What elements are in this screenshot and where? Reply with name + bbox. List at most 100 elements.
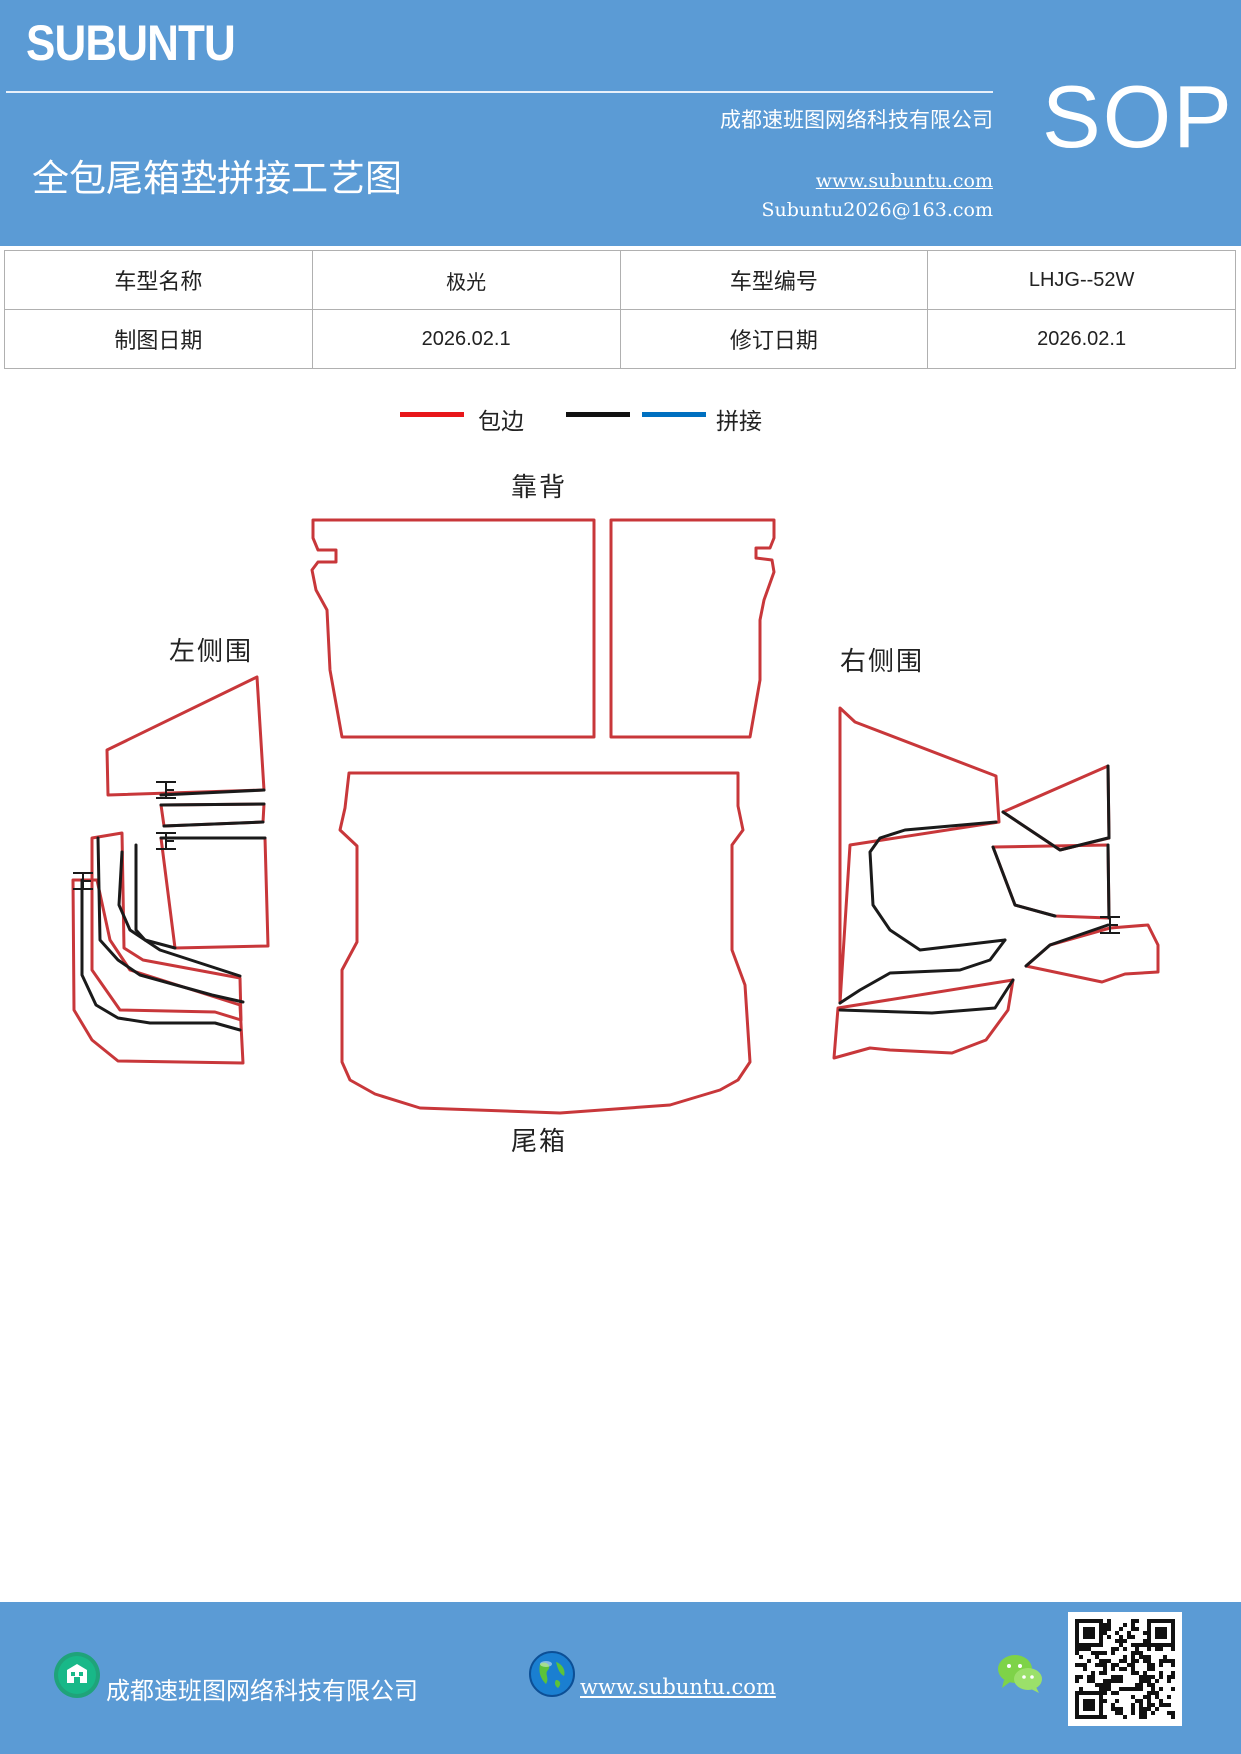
qr-module bbox=[1147, 1667, 1151, 1671]
qr-module bbox=[1099, 1703, 1103, 1707]
qr-module bbox=[1095, 1651, 1099, 1655]
qr-module bbox=[1083, 1667, 1087, 1671]
website-link[interactable]: www.subuntu.com bbox=[815, 170, 993, 192]
qr-module bbox=[1087, 1659, 1091, 1663]
qr-module bbox=[1103, 1691, 1107, 1695]
left-side-lower-panel bbox=[159, 836, 270, 950]
wechat-icon[interactable] bbox=[996, 1652, 1044, 1696]
qr-module bbox=[1107, 1683, 1111, 1687]
qr-module bbox=[1147, 1703, 1151, 1707]
qr-module bbox=[1103, 1715, 1107, 1719]
qr-module bbox=[1127, 1631, 1131, 1635]
qr-module bbox=[1147, 1635, 1151, 1639]
qr-module bbox=[1119, 1627, 1123, 1631]
qr-module bbox=[1147, 1675, 1151, 1679]
qr-module bbox=[1171, 1671, 1175, 1675]
qr-module bbox=[1099, 1643, 1103, 1647]
qr-module bbox=[1127, 1663, 1131, 1667]
seam-left-7 bbox=[96, 836, 245, 1004]
qr-module bbox=[1123, 1667, 1127, 1671]
qr-module bbox=[1139, 1703, 1143, 1707]
qr-module bbox=[1159, 1675, 1163, 1679]
qr-module bbox=[1139, 1687, 1143, 1691]
seam-lines bbox=[80, 764, 1111, 1032]
qr-module bbox=[1139, 1699, 1143, 1703]
qr-module bbox=[1139, 1711, 1143, 1715]
building-icon bbox=[54, 1652, 100, 1698]
qr-module bbox=[1087, 1699, 1091, 1703]
qr-module bbox=[1079, 1687, 1083, 1691]
qr-module bbox=[1151, 1683, 1155, 1687]
footer-website-link[interactable]: www.subuntu.com bbox=[580, 1675, 776, 1699]
qr-module bbox=[1083, 1631, 1087, 1635]
qr-module bbox=[1143, 1659, 1147, 1663]
qr-module bbox=[1155, 1631, 1159, 1635]
qr-module bbox=[1147, 1659, 1151, 1663]
qr-code[interactable] bbox=[1068, 1612, 1182, 1726]
qr-module bbox=[1139, 1675, 1143, 1679]
qr-module bbox=[1087, 1691, 1091, 1695]
info-label-cell: 车型名称 bbox=[4, 250, 313, 310]
qr-module bbox=[1143, 1643, 1147, 1647]
qr-module bbox=[1159, 1647, 1163, 1651]
qr-module bbox=[1087, 1675, 1091, 1679]
qr-module bbox=[1167, 1711, 1171, 1715]
qr-module bbox=[1131, 1671, 1135, 1675]
qr-module bbox=[1159, 1631, 1163, 1635]
qr-module bbox=[1091, 1631, 1095, 1635]
qr-module bbox=[1143, 1655, 1147, 1659]
qr-module bbox=[1135, 1647, 1139, 1651]
qr-module bbox=[1115, 1691, 1119, 1695]
qr-module bbox=[1075, 1631, 1079, 1635]
qr-module bbox=[1075, 1679, 1079, 1683]
qr-module bbox=[1087, 1627, 1091, 1631]
qr-module bbox=[1131, 1651, 1135, 1655]
qr-module bbox=[1099, 1619, 1103, 1623]
qr-module bbox=[1099, 1683, 1103, 1687]
qr-module bbox=[1099, 1715, 1103, 1719]
legend-label-0: 包边 bbox=[478, 409, 524, 435]
globe-icon[interactable] bbox=[528, 1650, 576, 1698]
qr-module bbox=[1171, 1711, 1175, 1715]
qr-module bbox=[1163, 1703, 1167, 1707]
qr-module bbox=[1135, 1643, 1139, 1647]
seam-right-3 bbox=[838, 978, 1015, 1015]
qr-module bbox=[1087, 1631, 1091, 1635]
left-side-arch-panel bbox=[90, 831, 243, 1022]
seam-right-8 bbox=[1106, 843, 1111, 920]
qr-module bbox=[1107, 1659, 1111, 1663]
seam-left-1 bbox=[159, 788, 266, 797]
qr-module bbox=[1103, 1651, 1107, 1655]
qr-module bbox=[1083, 1619, 1087, 1623]
qr-module bbox=[1099, 1663, 1103, 1667]
qr-module bbox=[1131, 1707, 1135, 1711]
qr-module bbox=[1123, 1623, 1127, 1627]
qr-module bbox=[1083, 1703, 1087, 1707]
info-value-cell: 2026.02.1 bbox=[927, 309, 1236, 369]
qr-module bbox=[1147, 1699, 1151, 1703]
qr-module bbox=[1151, 1691, 1155, 1695]
qr-module bbox=[1111, 1691, 1115, 1695]
qr-module bbox=[1171, 1643, 1175, 1647]
qr-module bbox=[1103, 1671, 1107, 1675]
qr-module bbox=[1111, 1663, 1115, 1667]
qr-module bbox=[1143, 1711, 1147, 1715]
qr-module bbox=[1123, 1655, 1127, 1659]
qr-module bbox=[1143, 1715, 1147, 1719]
qr-module bbox=[1107, 1679, 1111, 1683]
qr-module bbox=[1119, 1635, 1123, 1639]
qr-module bbox=[1107, 1687, 1111, 1691]
label-trunk: 尾箱 bbox=[511, 1127, 567, 1157]
qr-module bbox=[1107, 1623, 1111, 1627]
legend-label-2: 拼接 bbox=[716, 409, 762, 435]
qr-module bbox=[1083, 1707, 1087, 1711]
qr-module bbox=[1099, 1691, 1103, 1695]
qr-module bbox=[1107, 1635, 1111, 1639]
left-side-wheel-panel bbox=[71, 878, 245, 1065]
qr-module bbox=[1075, 1711, 1079, 1715]
qr-module bbox=[1147, 1619, 1151, 1623]
qr-module bbox=[1075, 1627, 1079, 1631]
qr-module bbox=[1091, 1675, 1095, 1679]
qr-module bbox=[1115, 1711, 1119, 1715]
